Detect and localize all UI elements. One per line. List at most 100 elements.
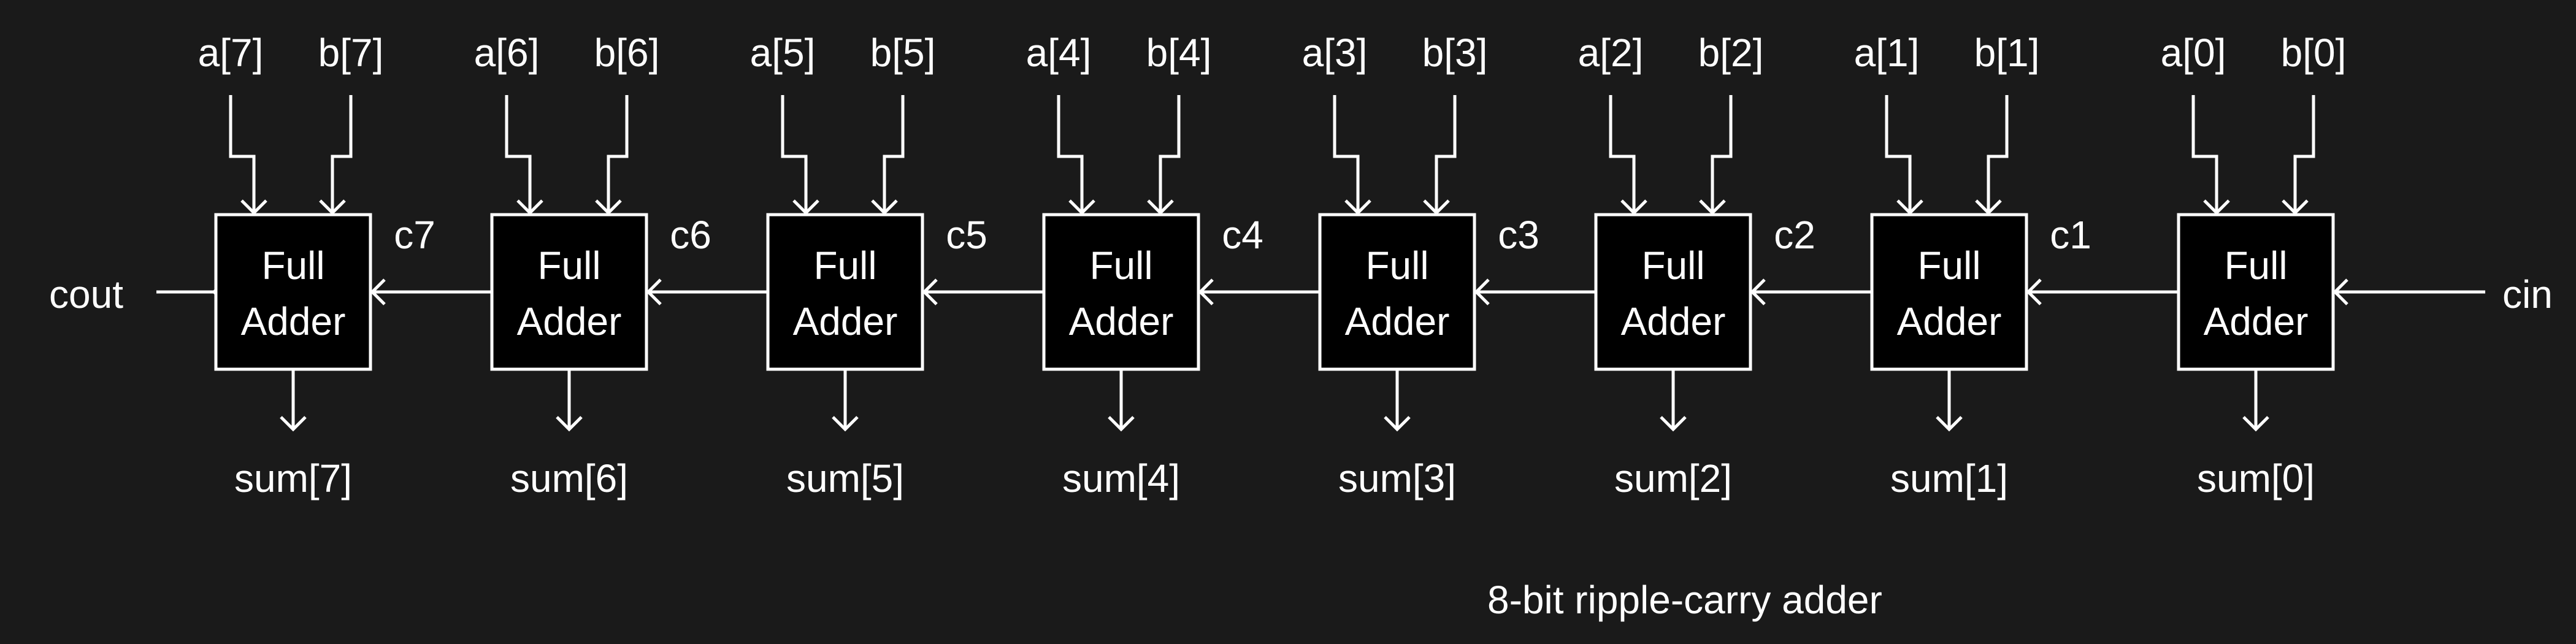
input-a-label: a[6] [474,31,540,75]
input-b-wire [883,95,905,213]
input-b-arrowhead [1699,199,1726,215]
sum-label: sum[2] [1614,456,1732,500]
input-b-wire [331,95,353,213]
full-adder-box [2177,213,2335,371]
carry-arrowhead [1198,278,1214,305]
input-a-arrowhead [240,199,267,215]
input-b-wire [1711,95,1733,213]
input-a-wire [229,95,256,213]
sum-label: sum[1] [1890,456,2008,500]
carry-arrowhead [922,278,938,305]
input-b-wire [1159,95,1181,213]
sum-arrowhead [556,416,583,432]
full-adder-label-line1: Full [261,243,324,288]
input-b-arrowhead [1423,199,1450,215]
full-adder-label-line2: Adder [517,299,622,343]
input-b-arrowhead [871,199,898,215]
carry-arrowhead [370,278,386,305]
input-a-wire [1609,95,1636,213]
full-adder-label-line2: Adder [1345,299,1450,343]
input-b-label: b[0] [2281,31,2347,75]
full-adder-box [1042,213,1200,371]
full-adder-label-line1: Full [2224,243,2287,288]
input-b-arrowhead [319,199,346,215]
input-a-label: a[1] [1854,31,1920,75]
input-a-label: a[2] [1578,31,1644,75]
input-b-label: b[7] [318,31,384,75]
full-adder-label-line1: Full [1641,243,1704,288]
input-b-wire [1987,95,2009,213]
carry-label: c7 [394,213,435,257]
input-a-label: a[4] [1026,31,1092,75]
input-a-wire [2191,95,2218,213]
full-adder-label-line2: Adder [241,299,346,343]
sum-label: sum[3] [1338,456,1456,500]
input-b-label: b[3] [1422,31,1488,75]
full-adder-box [1318,213,1476,371]
sum-arrowhead [2242,416,2269,432]
full-adder-label-line1: Full [1089,243,1152,288]
input-b-label: b[6] [594,31,660,75]
cin-label: cin [2502,272,2553,316]
full-adder-box [490,213,648,371]
input-a-label: a[5] [750,31,816,75]
input-b-label: b[4] [1146,31,1212,75]
input-a-label: a[0] [2161,31,2226,75]
input-a-label: a[3] [1302,31,1368,75]
input-a-arrowhead [1620,199,1647,215]
carry-label: c2 [1774,213,1815,257]
input-b-wire [2293,95,2315,213]
full-adder-label-line1: Full [813,243,876,288]
input-a-arrowhead [1896,199,1923,215]
carry-label: c4 [1222,213,1263,257]
full-adder-label-line2: Adder [1069,299,1174,343]
carry-label: c1 [2050,213,2091,257]
input-a-wire [1333,95,1360,213]
full-adder-box [766,213,924,371]
input-a-arrowhead [516,199,543,215]
sum-arrowhead [1660,416,1687,432]
input-a-arrowhead [792,199,819,215]
input-a-wire [505,95,532,213]
cout-label: cout [49,272,123,316]
full-adder-box [1594,213,1752,371]
diagram-title: 8-bit ripple-carry adder [1487,578,1882,622]
sum-arrowhead [832,416,859,432]
input-a-wire [1885,95,1912,213]
input-b-label: b[2] [1698,31,1764,75]
input-a-label: a[7] [198,31,264,75]
input-a-arrowhead [2203,199,2230,215]
labels-layer: a[7] b[7] sum[7] c7 a[6] b[6] sum[6] c6 a[5] b[5]… [198,31,2347,500]
full-adder-label-line2: Adder [793,299,898,343]
wires-layer [156,95,2485,432]
full-adder-box [214,213,372,371]
sum-arrowhead [1384,416,1411,432]
input-b-wire [607,95,629,213]
full-adder-box [1870,213,2028,371]
input-b-arrowhead [2282,199,2309,215]
input-b-label: b[1] [1974,31,2040,75]
full-adder-label-line2: Adder [1621,299,1726,343]
sum-label: sum[5] [786,456,904,500]
full-adder-label-line1: Full [1917,243,1980,288]
input-b-label: b[5] [870,31,936,75]
sum-arrowhead [280,416,307,432]
carry-label: c6 [670,213,711,257]
carry-label: c3 [1498,213,1539,257]
input-b-arrowhead [595,199,622,215]
sum-label: sum[7] [234,456,352,500]
sum-label: sum[6] [510,456,628,500]
sum-label: sum[0] [2197,456,2315,500]
input-b-arrowhead [1975,199,2002,215]
cin-arrowhead [2333,278,2348,305]
sum-label: sum[4] [1062,456,1180,500]
carry-label: c5 [946,213,987,257]
input-b-arrowhead [1147,199,1174,215]
sum-arrowhead [1936,416,1963,432]
full-adder-label-line1: Full [537,243,600,288]
input-a-arrowhead [1344,199,1371,215]
carry-arrowhead [1750,278,1766,305]
carry-arrowhead [1474,278,1490,305]
